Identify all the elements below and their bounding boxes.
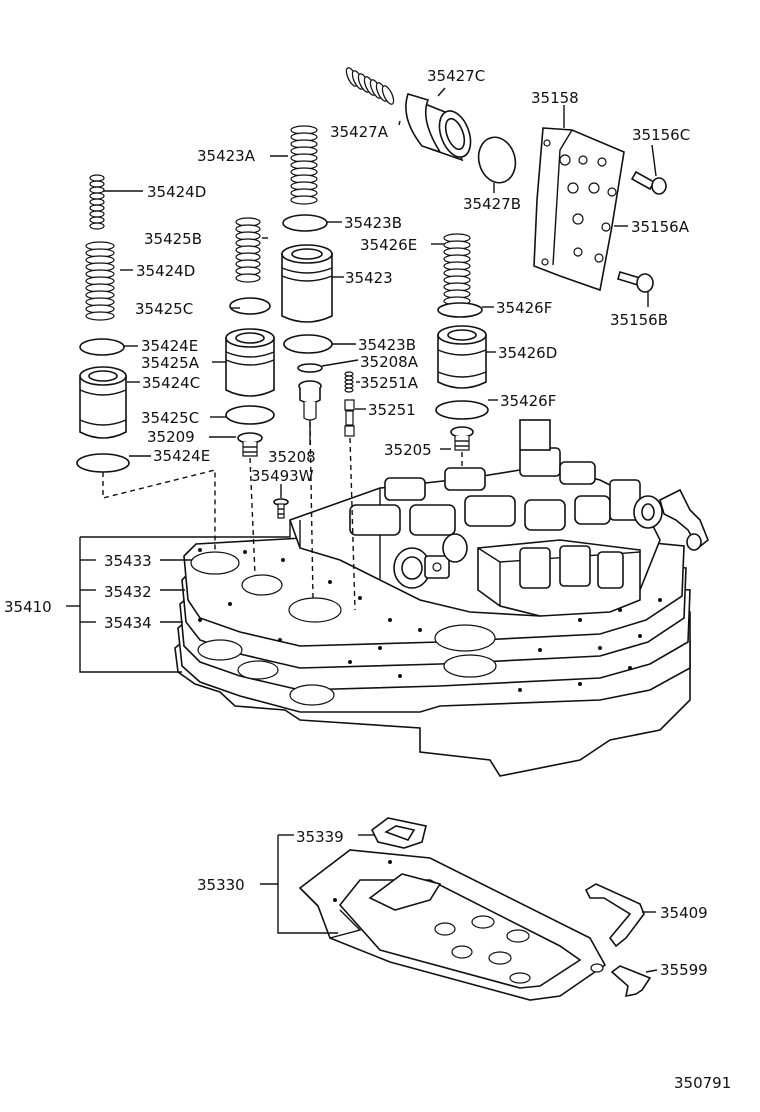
spring-35426E — [443, 233, 471, 306]
label-35424D-top: 35424D — [147, 183, 206, 201]
oring-35424E-top — [79, 338, 125, 356]
label-35156A: 35156A — [631, 218, 690, 236]
leader-lines — [66, 87, 658, 973]
spring-35424D-large — [85, 241, 115, 321]
gasket-35339 — [370, 817, 427, 849]
label-35493W: 35493W — [251, 467, 314, 485]
valve-35251 — [344, 399, 355, 437]
label-35427C: 35427C — [427, 67, 485, 85]
label-35410: 35410 — [4, 598, 52, 616]
plug-35205 — [450, 426, 474, 451]
spring-35423A — [290, 125, 318, 205]
label-35434: 35434 — [104, 614, 152, 632]
oring-35426F-top — [437, 302, 483, 318]
plug-35425A — [225, 328, 275, 397]
oring-35423B-top — [282, 214, 328, 232]
label-35424E-bottom: 35424E — [153, 447, 210, 465]
label-35426F-bottom: 35426F — [500, 392, 556, 410]
label-35251A: 35251A — [360, 374, 419, 392]
spring-35251A — [344, 371, 354, 393]
label-35423B-bottom: 35423B — [358, 336, 416, 354]
bracket-35409 — [584, 883, 645, 948]
plug-35423 — [281, 244, 333, 323]
oil-strainer-35330 — [298, 849, 607, 1001]
plug-35208 — [298, 380, 322, 421]
retainer-35209 — [237, 432, 263, 457]
label-35425B: 35425B — [144, 230, 202, 248]
label-35424D-bottom: 35424D — [136, 262, 195, 280]
label-35425C-top: 35425C — [135, 300, 193, 318]
label-35427B: 35427B — [463, 195, 521, 213]
valve-body-assembly — [174, 419, 709, 777]
label-35156B: 35156B — [610, 311, 668, 329]
label-35208A: 35208A — [360, 353, 419, 371]
label-35425C-bottom: 35425C — [141, 409, 199, 427]
label-35423A: 35423A — [197, 147, 256, 165]
oring-35427B — [477, 136, 517, 184]
label-35156C: 35156C — [632, 126, 690, 144]
label-35158: 35158 — [531, 89, 579, 107]
oring-35426F-bottom — [435, 400, 489, 420]
label-35423B-top: 35423B — [344, 214, 402, 232]
label-35424E-top: 35424E — [141, 337, 198, 355]
plug-35426D — [437, 325, 487, 389]
plate-35599 — [610, 965, 652, 998]
label-35208: 35208 — [268, 448, 316, 466]
bolt-35493W — [273, 498, 289, 519]
spring-35424D-small — [89, 174, 105, 230]
label-35426D: 35426D — [498, 344, 557, 362]
label-35427A: 35427A — [330, 123, 389, 141]
label-35426F-top: 35426F — [496, 299, 552, 317]
label-35423: 35423 — [345, 269, 393, 287]
bolt-35156B — [617, 271, 654, 293]
spring-35425B — [235, 217, 261, 283]
plug-35424C — [79, 366, 127, 439]
cover-plate-35158 — [533, 127, 625, 292]
label-35251: 35251 — [368, 401, 416, 419]
oring-35424E-bottom — [76, 453, 130, 473]
label-35209: 35209 — [147, 428, 195, 446]
ring-35208A — [297, 363, 323, 373]
label-35409: 35409 — [660, 904, 708, 922]
oring-35425C-bottom — [225, 405, 275, 425]
plug-35427C — [405, 93, 472, 162]
oring-35423B-bottom — [283, 334, 333, 354]
solenoid — [393, 533, 468, 589]
oring-35425C-top — [229, 297, 271, 315]
label-35425A: 35425A — [141, 354, 200, 372]
label-35599: 35599 — [660, 961, 708, 979]
label-35432: 35432 — [104, 583, 152, 601]
spring-35427A — [345, 67, 395, 105]
part-labels: 35427C 35427A 35427B 35158 35156C 35156A… — [4, 67, 731, 1092]
label-35424C: 35424C — [142, 374, 200, 392]
label-35426E: 35426E — [360, 236, 417, 254]
label-35339: 35339 — [296, 828, 344, 846]
label-35330: 35330 — [197, 876, 245, 894]
label-35205: 35205 — [384, 441, 432, 459]
label-35433: 35433 — [104, 552, 152, 570]
figure-code: 350791 — [674, 1074, 731, 1092]
bolt-35156C — [630, 170, 667, 195]
